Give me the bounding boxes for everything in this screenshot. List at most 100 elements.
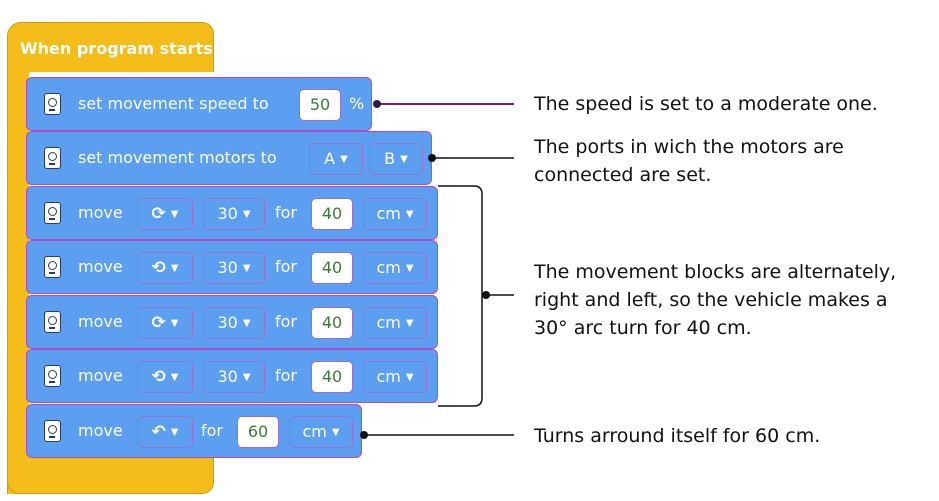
steering-value: 30 (217, 258, 238, 277)
set-movement-speed-block[interactable]: set movement speed to 50 % (26, 77, 372, 131)
steering-value: 30 (217, 313, 238, 332)
unit-value: cm (302, 422, 327, 441)
steering-value: 30 (217, 367, 238, 386)
unit-dropdown[interactable]: cm ▼ (363, 198, 427, 230)
annotation-line: 30° arc turn for 40 cm. (534, 317, 752, 339)
distance-input[interactable]: 40 (311, 252, 353, 284)
annotation-speed: The speed is set to a moderate one. (534, 90, 878, 118)
turn-connector-dot (360, 431, 368, 439)
hub-icon (44, 311, 61, 333)
block-label: set movement speed to (78, 94, 269, 113)
distance-input[interactable]: 40 (311, 307, 353, 339)
hat-title: When program starts (20, 39, 213, 58)
for-label: for (275, 312, 297, 331)
annotation-ports: The ports in wich the motors are connect… (534, 133, 844, 189)
unit-dropdown[interactable]: cm ▼ (363, 361, 427, 393)
annotation-turn: Turns arround itself for 60 cm. (534, 422, 820, 450)
chevron-down-icon: ▼ (242, 318, 251, 329)
steering-value: 30 (217, 204, 238, 223)
annotation-line: The ports in wich the motors are (534, 136, 844, 158)
hub-icon (44, 93, 61, 115)
port-b-dropdown[interactable]: B▼ (369, 143, 423, 175)
unit-dropdown[interactable]: cm ▼ (363, 252, 427, 284)
ports-connector-dot (428, 154, 436, 162)
hub-icon (44, 147, 61, 169)
move-turn-block[interactable]: move ↶▼ for 60 cm▼ (26, 404, 362, 458)
direction-dropdown[interactable]: ↶▼ (137, 416, 193, 448)
arc-clockwise-icon: ⟳ (151, 204, 166, 224)
steering-dropdown[interactable]: 30 ▼ (203, 252, 265, 284)
chevron-down-icon: ▼ (170, 372, 179, 383)
block-label: move (78, 257, 123, 276)
turn-around-icon: ↶ (151, 422, 166, 442)
arc-counterclockwise-icon: ⟲ (151, 367, 166, 387)
direction-dropdown[interactable]: ⟳▼ (137, 307, 193, 339)
for-label: for (201, 421, 223, 440)
block-label: move (78, 421, 123, 440)
unit-dropdown[interactable]: cm ▼ (289, 416, 353, 448)
chevron-down-icon: ▼ (242, 263, 251, 274)
annotation-line: The movement blocks are alternately, (534, 261, 897, 283)
for-label: for (275, 366, 297, 385)
direction-dropdown[interactable]: ⟲▼ (137, 361, 193, 393)
chevron-down-icon: ▼ (170, 263, 179, 274)
move-block-2[interactable]: move ⟲▼ 30▼ for 40 cm▼ (26, 240, 438, 294)
speed-connector-dot (373, 100, 381, 108)
speed-unit: % (349, 94, 365, 113)
chevron-down-icon: ▼ (242, 209, 251, 220)
port-a-dropdown[interactable]: A▼ (309, 143, 363, 175)
hub-icon (44, 256, 61, 278)
direction-dropdown[interactable]: ⟳▼ (137, 198, 193, 230)
chevron-down-icon: ▼ (405, 372, 414, 383)
block-label: move (78, 312, 123, 331)
hub-icon (44, 202, 61, 224)
port-a-value: A (324, 149, 336, 168)
annotation-line: connected are set. (534, 164, 712, 186)
annotation-line: right and left, so the vehicle makes a (534, 289, 888, 311)
movement-bracket (438, 185, 483, 407)
distance-input[interactable]: 40 (311, 361, 353, 393)
set-movement-motors-block[interactable]: set movement motors to A▼ B▼ (26, 131, 432, 185)
chevron-down-icon: ▼ (331, 427, 340, 438)
annotation-movement: The movement blocks are alternately, rig… (534, 258, 896, 342)
block-label: set movement motors to (78, 148, 277, 167)
arc-counterclockwise-icon: ⟲ (151, 258, 166, 278)
block-label: move (78, 366, 123, 385)
distance-input[interactable]: 40 (311, 198, 353, 230)
move-block-3[interactable]: move ⟳▼ 30▼ for 40 cm▼ (26, 295, 438, 349)
annotation-line: Turns arround itself for 60 cm. (534, 425, 821, 447)
unit-value: cm (376, 367, 401, 386)
hat-block-foot (7, 456, 214, 494)
hat-block-spine (7, 70, 29, 494)
for-label: for (275, 203, 297, 222)
chevron-down-icon: ▼ (170, 318, 179, 329)
chevron-down-icon: ▼ (400, 154, 408, 165)
direction-dropdown[interactable]: ⟲▼ (137, 252, 193, 284)
steering-dropdown[interactable]: 30 ▼ (203, 198, 265, 230)
hub-icon (44, 420, 61, 442)
arc-clockwise-icon: ⟳ (151, 313, 166, 333)
for-label: for (275, 257, 297, 276)
port-b-value: B (384, 149, 396, 168)
hub-icon (44, 365, 61, 387)
chevron-down-icon: ▼ (340, 154, 348, 165)
steering-dropdown[interactable]: 30 ▼ (203, 307, 265, 339)
chevron-down-icon: ▼ (405, 318, 414, 329)
chevron-down-icon: ▼ (242, 372, 251, 383)
chevron-down-icon: ▼ (405, 263, 414, 274)
movement-connector-dot (482, 291, 490, 299)
unit-value: cm (376, 258, 401, 277)
unit-dropdown[interactable]: cm▼ (363, 307, 427, 339)
block-label: move (78, 203, 123, 222)
distance-input[interactable]: 60 (237, 416, 279, 448)
annotation-line: The speed is set to a moderate one. (534, 93, 878, 115)
speed-input[interactable]: 50 (299, 89, 341, 121)
chevron-down-icon: ▼ (170, 427, 179, 438)
unit-value: cm (376, 204, 401, 223)
chevron-down-icon: ▼ (405, 209, 414, 220)
move-block-4[interactable]: move ⟲▼ 30▼ for 40 cm▼ (26, 349, 438, 403)
program-start-hat-block[interactable]: When program starts (7, 22, 214, 72)
move-block-1[interactable]: move ⟳▼ 30 ▼ for 40 cm ▼ (26, 186, 438, 240)
steering-dropdown[interactable]: 30 ▼ (203, 361, 265, 393)
